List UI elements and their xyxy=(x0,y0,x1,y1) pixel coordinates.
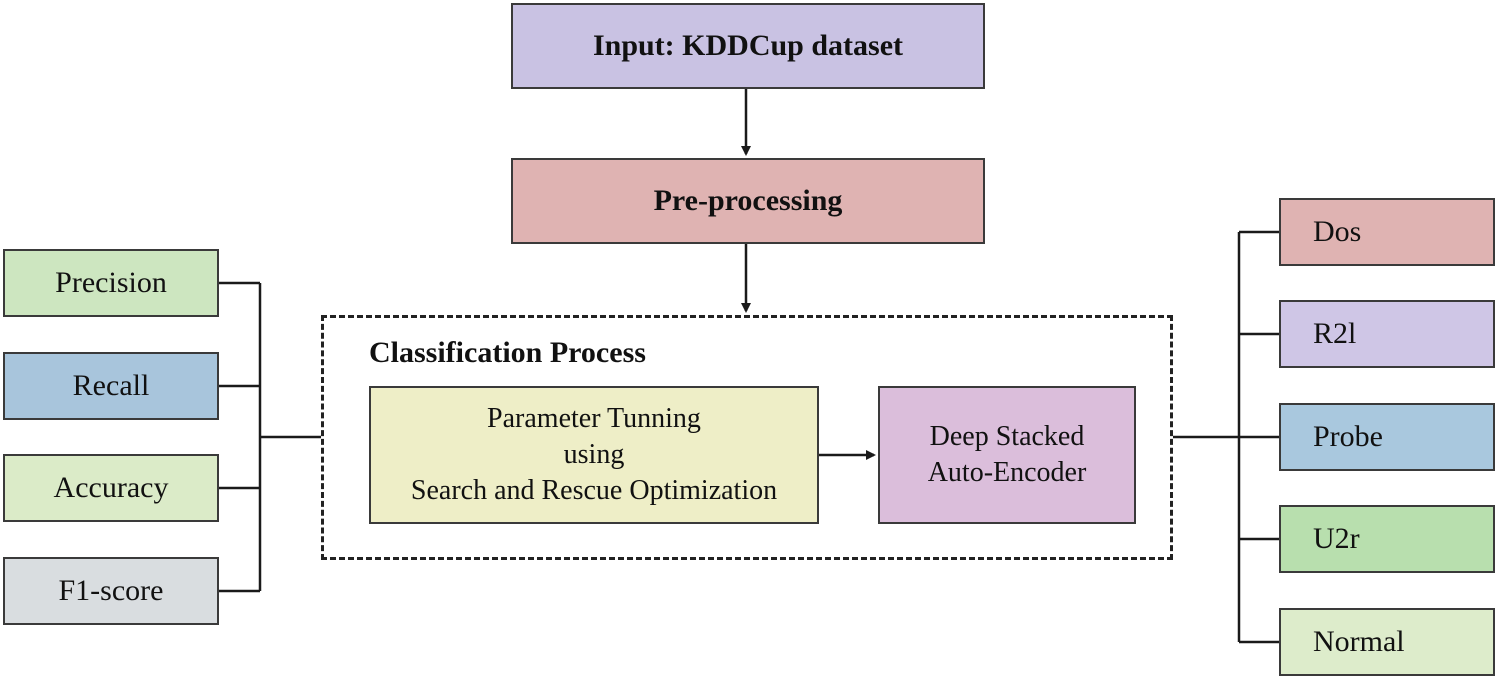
autoencoder-line-1: Deep Stacked xyxy=(929,421,1085,452)
class-r2l-label: R2l xyxy=(1313,317,1357,350)
class-probe-label: Probe xyxy=(1313,420,1383,453)
class-dos-label: Dos xyxy=(1313,215,1362,248)
parameter-tuning-box: Parameter Tunning using Search and Rescu… xyxy=(369,386,819,524)
parameter-tuning-line-2: using xyxy=(563,439,625,470)
preprocessing-box: Pre-processing xyxy=(511,158,985,244)
metric-accuracy-box: Accuracy xyxy=(3,454,219,522)
metric-f1-score-label: F1-score xyxy=(58,574,164,607)
metric-f1-score-box: F1-score xyxy=(3,557,219,625)
class-normal-label: Normal xyxy=(1313,625,1405,658)
input-dataset-label: Input: KDDCup dataset xyxy=(592,29,904,62)
metric-recall-label: Recall xyxy=(72,369,150,402)
input-dataset-box: Input: KDDCup dataset xyxy=(511,3,985,89)
metric-precision-box: Precision xyxy=(3,249,219,317)
metric-precision-label: Precision xyxy=(55,266,167,299)
classification-process-title: Classification Process xyxy=(369,336,646,369)
classes-bracket xyxy=(1173,230,1279,644)
class-u2r-box: U2r xyxy=(1279,505,1495,573)
class-probe-box: Probe xyxy=(1279,403,1495,471)
autoencoder-line-2: Auto-Encoder xyxy=(927,457,1087,488)
parameter-tuning-line-3: Search and Rescue Optimization xyxy=(410,475,778,506)
class-u2r-label: U2r xyxy=(1313,522,1360,555)
preprocessing-label: Pre-processing xyxy=(653,184,843,217)
classification-process-frame xyxy=(321,315,1173,560)
parameter-tuning-line-1: Parameter Tunning xyxy=(487,403,701,434)
class-normal-box: Normal xyxy=(1279,608,1495,676)
class-dos-box: Dos xyxy=(1279,198,1495,266)
metric-recall-box: Recall xyxy=(3,352,219,420)
metric-accuracy-label: Accuracy xyxy=(53,471,169,504)
deep-stacked-autoencoder-box: Deep Stacked Auto-Encoder xyxy=(878,386,1136,524)
metrics-bracket xyxy=(219,281,321,593)
class-r2l-box: R2l xyxy=(1279,300,1495,368)
